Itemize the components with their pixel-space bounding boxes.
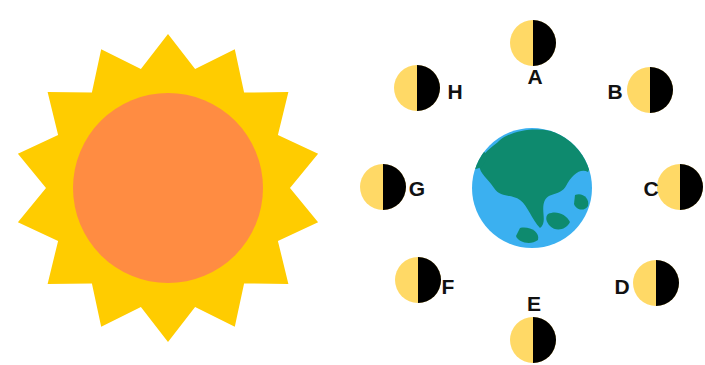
position-letter: H (447, 81, 462, 102)
position-letter: G (409, 178, 425, 199)
position-letter: E (527, 293, 541, 314)
moon (510, 20, 556, 66)
sun-rays (18, 34, 318, 342)
moon (395, 257, 441, 303)
moon (510, 317, 556, 363)
position-letter: B (607, 81, 622, 102)
moon (627, 67, 673, 113)
moon (360, 164, 406, 210)
sun-core (73, 93, 263, 283)
moon (657, 164, 703, 210)
moon (633, 260, 679, 306)
position-letter: C (643, 178, 658, 199)
position-letter: D (614, 276, 629, 297)
moons (360, 20, 703, 363)
position-letter: A (527, 66, 542, 87)
position-letter: F (442, 276, 455, 297)
earth (466, 128, 592, 248)
moon (394, 65, 440, 111)
